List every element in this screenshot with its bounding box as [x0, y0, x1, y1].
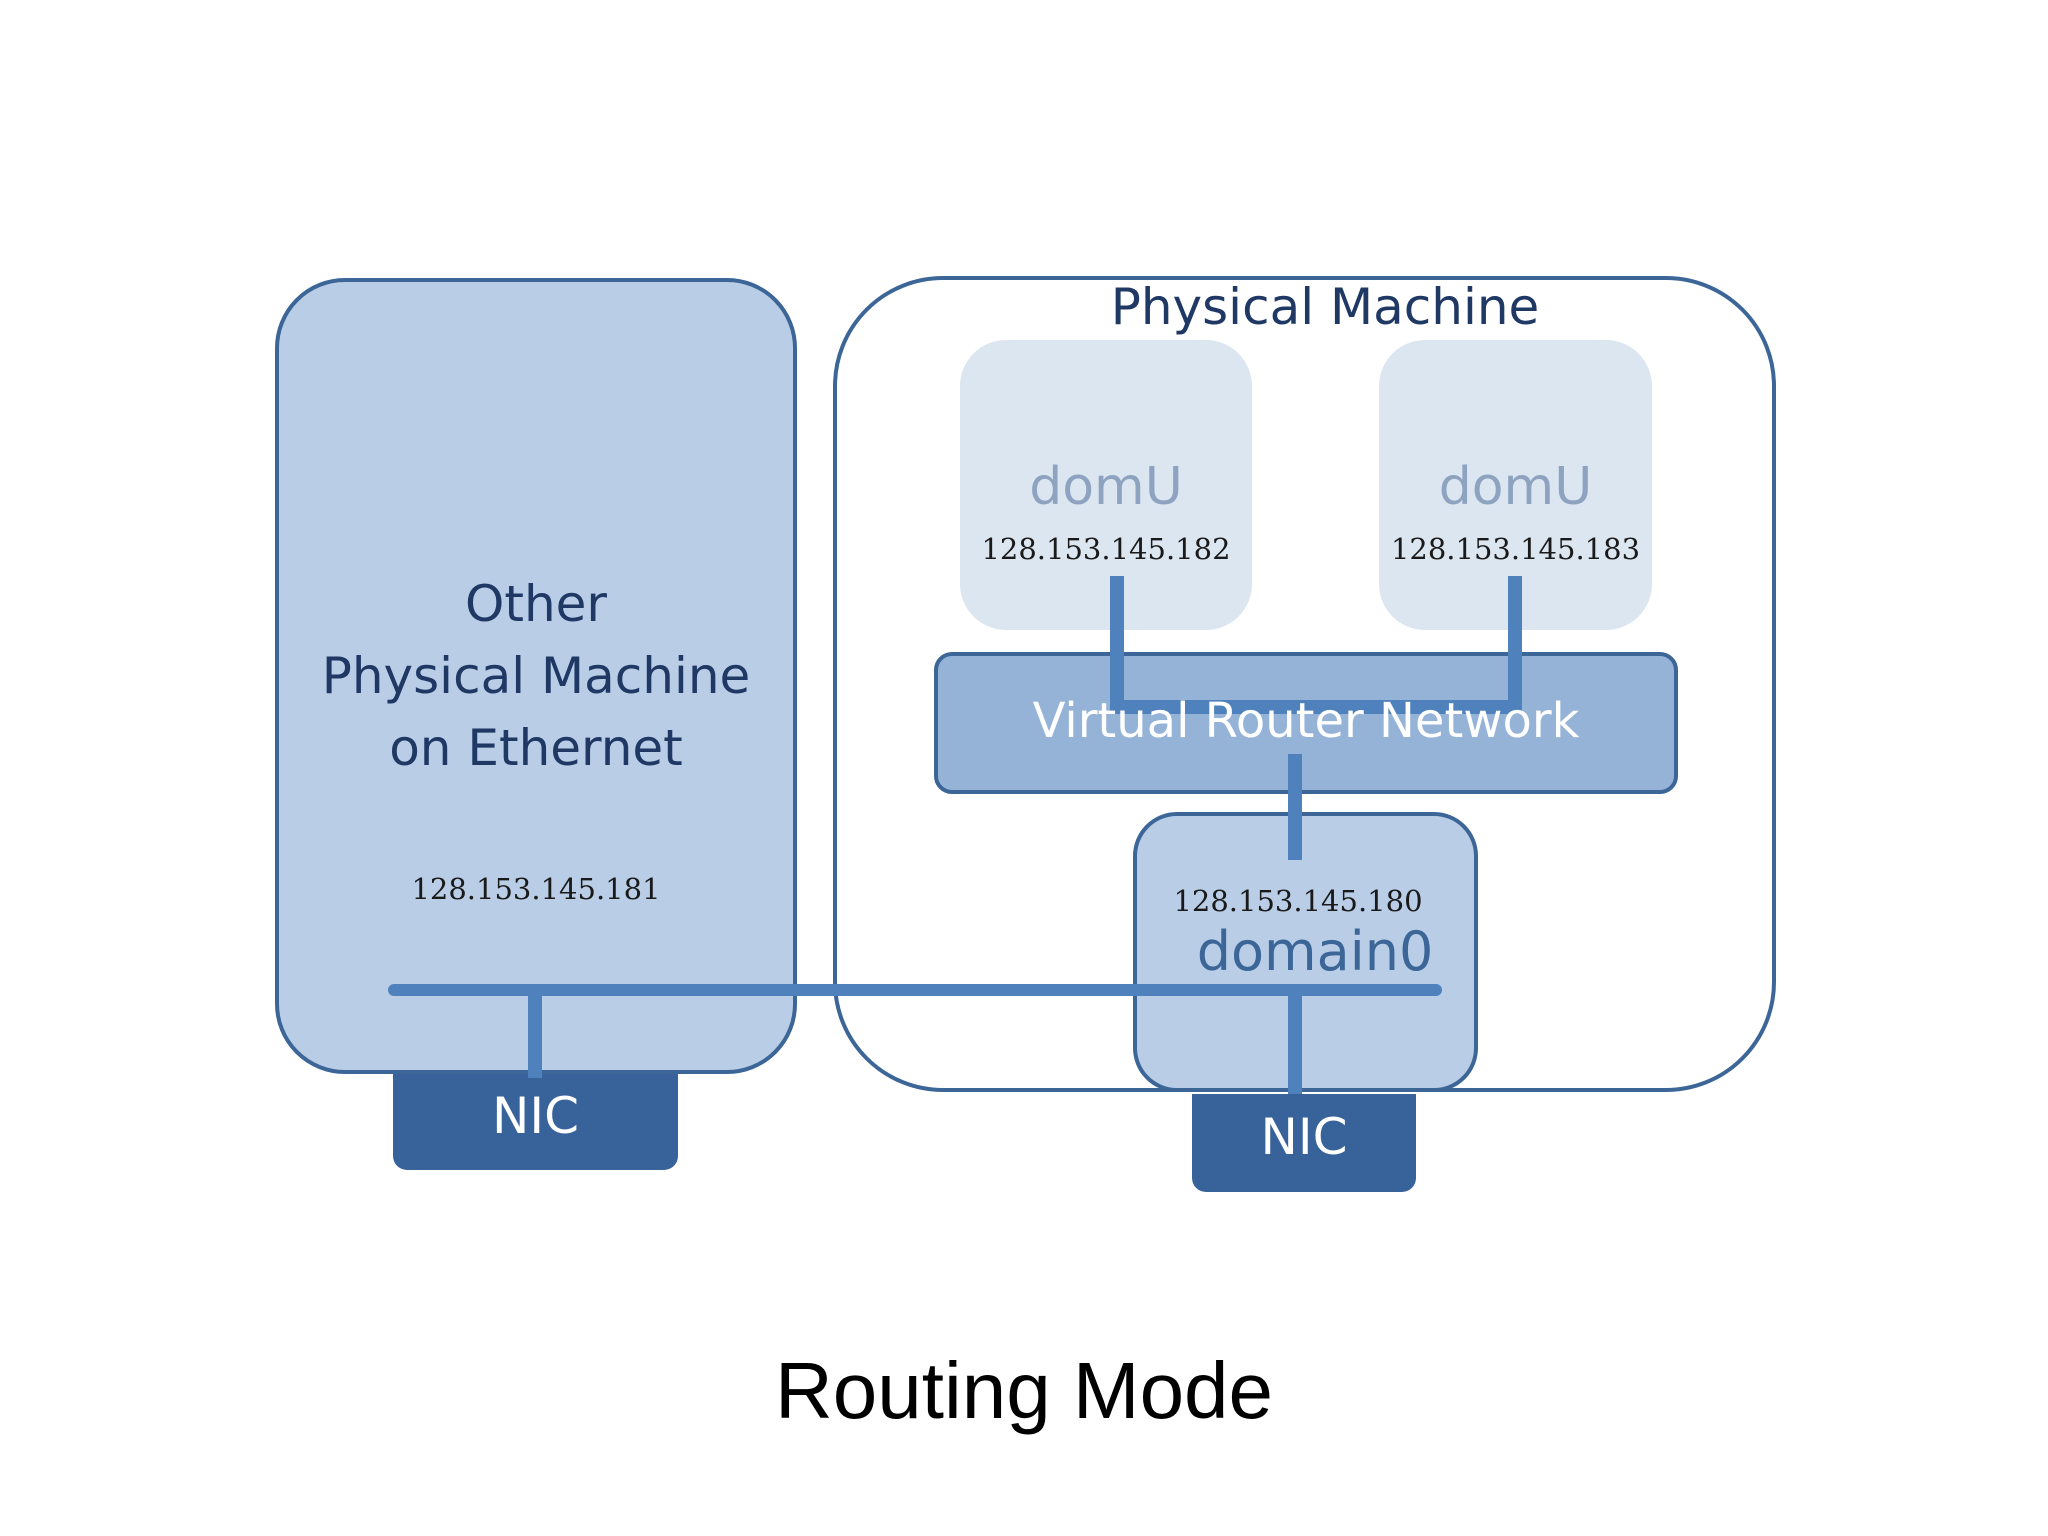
domain0-box — [1133, 812, 1478, 1092]
physical-machine-nic-label: NIC — [1260, 1108, 1348, 1166]
domain0-label: domain0 — [1196, 920, 1434, 983]
domu-left-ip: 128.153.145.182 — [981, 532, 1231, 566]
domain0-ip: 128.153.145.180 — [1173, 884, 1423, 918]
domu-left-link — [1110, 576, 1124, 714]
domu-right-link — [1508, 576, 1522, 714]
domu-left-label: domU — [1029, 457, 1183, 517]
domu-left-box — [960, 340, 1252, 630]
domu-right-ip: 128.153.145.183 — [1390, 532, 1641, 566]
other-machine-ip: 128.153.145.181 — [411, 872, 661, 906]
physical-machine-nic — [1192, 1094, 1416, 1192]
other-machine-title-line2: Physical Machine — [321, 647, 751, 705]
virtual-router-network-box — [934, 652, 1678, 794]
virtual-router-network-label: Virtual Router Network — [1032, 693, 1580, 749]
physical-machine-title: Physical Machine — [1110, 278, 1540, 336]
diagram-caption: Routing Mode — [774, 1346, 1274, 1435]
router-internal-bus — [1110, 700, 1522, 714]
other-machine-title-line1: Other — [465, 575, 607, 633]
other-machine-nic — [393, 1074, 678, 1170]
other-machine-nic-tap — [528, 984, 542, 1078]
domain0-nic-tap — [1288, 984, 1302, 1094]
router-to-domain0-link — [1288, 754, 1302, 860]
ethernet-bus-line — [388, 984, 1442, 996]
other-machine-title-line3: on Ethernet — [389, 719, 683, 777]
other-physical-machine-box — [275, 278, 797, 1074]
domu-right-label: domU — [1438, 457, 1593, 517]
other-machine-nic-label: NIC — [491, 1087, 580, 1145]
